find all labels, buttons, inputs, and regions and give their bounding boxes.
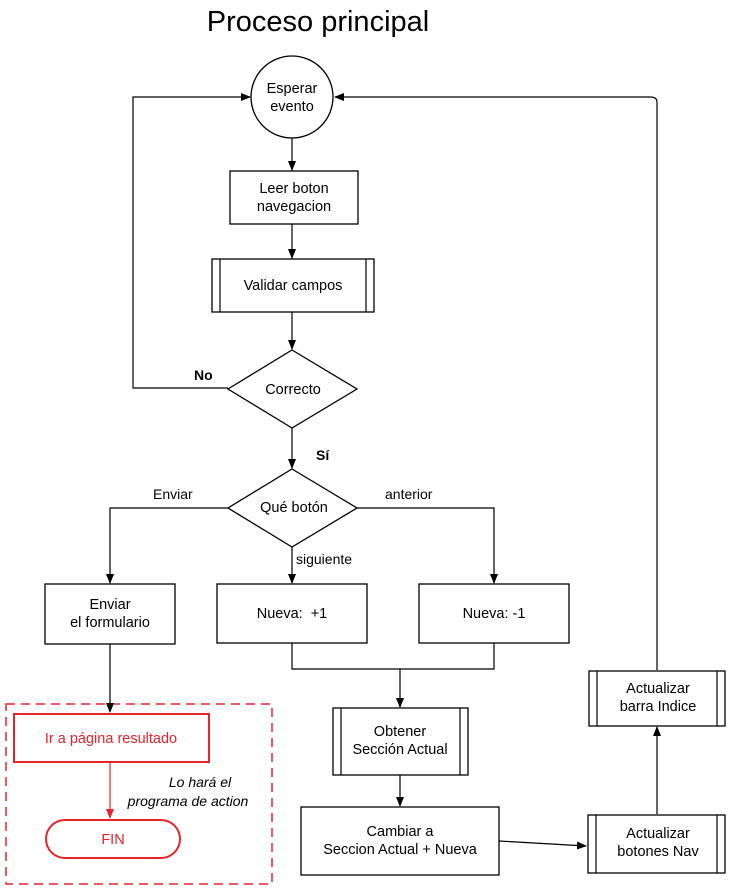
node-correcto: Correcto: [226, 349, 359, 429]
node-esperar-evento: Esperar evento: [250, 55, 334, 139]
node-nueva-mas-label: Nueva: +1: [257, 606, 328, 622]
node-quebtn-label: Qué botón: [260, 500, 328, 516]
node-leer-line2: navegacion: [257, 199, 331, 215]
external-process-frame: [5, 703, 273, 885]
edge-merge-nueva: [291, 643, 495, 670]
node-nueva-mas: Nueva: +1: [216, 583, 368, 644]
edge-label-no: No: [194, 367, 213, 383]
node-actbarra-line1: Actualizar: [626, 681, 690, 697]
edge-quebtn-anterior: [357, 507, 498, 584]
node-que-boton: Qué botón: [226, 468, 359, 548]
node-cambiar-line2: Seccion Actual + Nueva: [323, 842, 477, 858]
node-actualizar-barra: Actualizar barra Indice: [588, 670, 726, 727]
node-obtener-line2: Sección Actual: [352, 742, 447, 758]
edge-label-enviar: Enviar: [153, 486, 193, 502]
node-enviar-formulario: Enviar el formulario: [44, 583, 176, 645]
node-esperar-line1: Esperar: [267, 81, 318, 97]
node-enviar-line1: Enviar: [89, 597, 130, 613]
diagram-title: Proceso principal: [207, 6, 429, 38]
node-actualizar-botones: Actualizar botones Nav: [587, 814, 726, 874]
note-line2: programa de action: [127, 793, 249, 809]
edge-quebtn-enviar: [106, 507, 228, 584]
node-cambiar-line1: Cambiar a: [367, 824, 435, 840]
node-fin-label: FIN: [101, 832, 124, 848]
node-actbarra-line2: barra Indice: [620, 699, 697, 715]
node-irpagina-label: Ir a página resultado: [45, 731, 177, 747]
edge-cambiar-actbotones: [498, 840, 587, 850]
edge-label-siguiente: siguiente: [296, 551, 352, 567]
node-enviar-line2: el formulario: [70, 615, 150, 631]
node-validar-campos: Validar campos: [211, 258, 375, 313]
node-cambiar-seccion: Cambiar a Seccion Actual + Nueva: [300, 806, 500, 876]
node-actbotones-line1: Actualizar: [626, 826, 690, 842]
node-fin: FIN: [45, 819, 181, 859]
node-correcto-label: Correcto: [265, 382, 321, 398]
node-validar-label: Validar campos: [244, 278, 343, 294]
node-obtener-seccion: Obtener Sección Actual: [332, 707, 469, 776]
note-line1: Lo hará el: [169, 774, 232, 790]
edge-label-anterior: anterior: [385, 486, 433, 502]
node-leer-boton: Leer boton navegacion: [229, 170, 359, 225]
edge-label-si: Sí: [316, 447, 330, 463]
connectors: [106, 93, 661, 850]
node-actbotones-line2: botones Nav: [617, 844, 699, 860]
node-obtener-line1: Obtener: [374, 724, 427, 740]
edge-actbarra-esperar: [334, 93, 658, 670]
node-esperar-line2: evento: [270, 99, 314, 115]
edge-correcto-no-loop: [132, 93, 251, 389]
node-nueva-menos-label: Nueva: -1: [463, 606, 526, 622]
node-ir-pagina-resultado: Ir a página resultado: [13, 713, 210, 763]
node-nueva-menos: Nueva: -1: [418, 583, 570, 644]
node-leer-line1: Leer boton: [259, 181, 328, 197]
